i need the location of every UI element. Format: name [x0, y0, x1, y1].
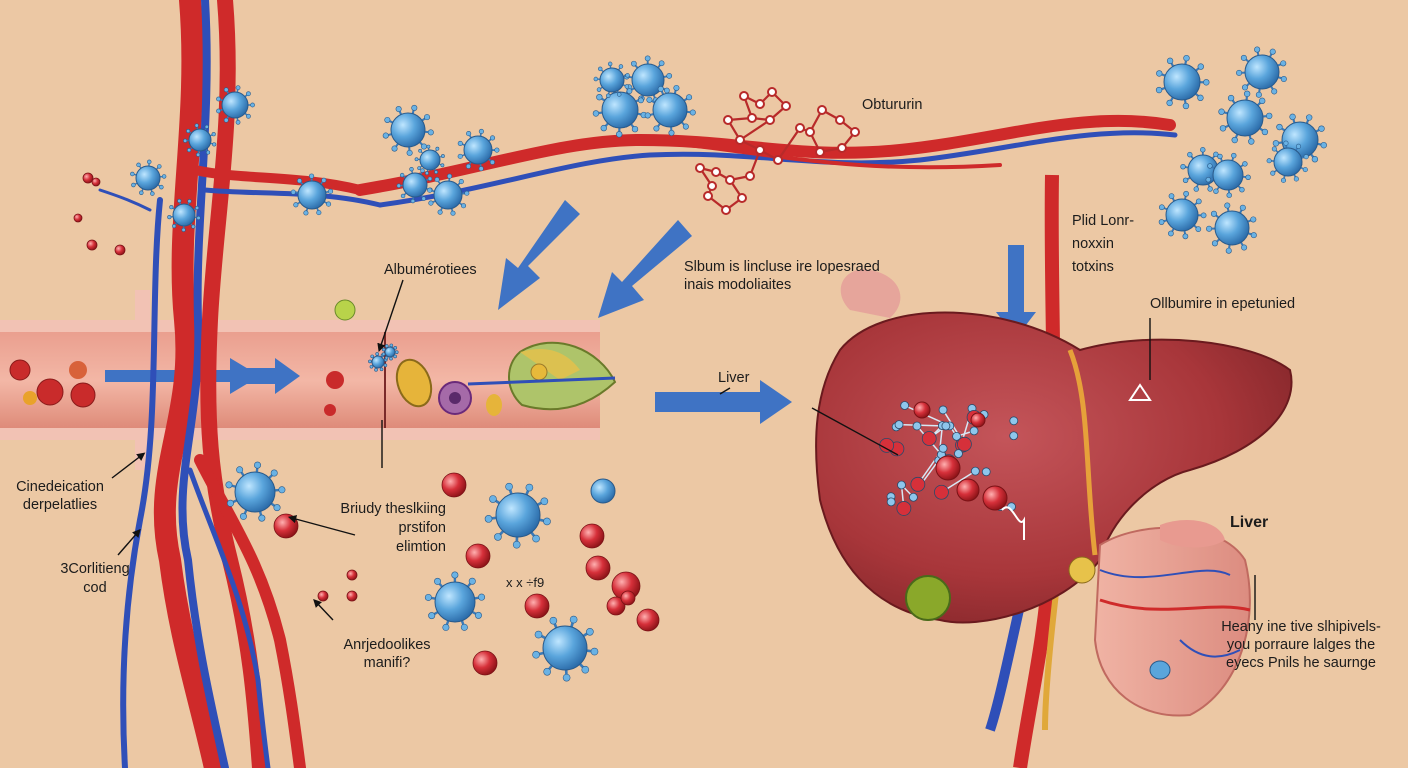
white-squiggle — [1001, 506, 1025, 540]
blue-spiked-particle-icon — [644, 84, 696, 136]
tube-flow-arrow-right — [230, 358, 300, 394]
arrow-right-liver — [655, 380, 792, 424]
red-ring-molecule — [695, 87, 860, 215]
arrow-down-right — [996, 245, 1036, 338]
red-sphere-icon — [346, 590, 358, 602]
liver-organ — [815, 269, 1293, 624]
red-sphere-icon — [317, 590, 329, 602]
blue-spiked-particle-icon — [484, 482, 551, 549]
blue-spiked-particle-icon — [427, 173, 470, 216]
red-sphere-icon — [620, 590, 636, 606]
label-silbum-line1: Slbum is lincluse ire lopesraed — [684, 259, 880, 275]
leader-lines — [111, 279, 1256, 621]
liver-molecule-cluster — [879, 401, 1019, 516]
blue-spiked-particle-icon — [382, 104, 434, 156]
red-sphere-icon — [472, 650, 498, 676]
label-plid-line1: Plid Lonr- — [1072, 213, 1135, 229]
vertical-vessels — [98, 0, 383, 768]
tissue-cells — [334, 299, 617, 416]
arrow-down-left-2 — [598, 220, 692, 318]
label-corliting-line1: 3Corlitieng — [60, 561, 130, 577]
label-liver-right: Liver — [1230, 514, 1269, 531]
label-anrjedoolikes-line1: Anrjedoolikes — [343, 637, 431, 653]
blue-spiked-particle-icon — [532, 615, 599, 682]
label-plid-line3: totxins — [1072, 259, 1114, 275]
arrow-down-left-1 — [498, 200, 580, 310]
blue-spiked-particle-icon — [216, 85, 255, 125]
label-silbum: Slbum is lincluse ire lopesraed inais mo… — [684, 258, 880, 294]
label-plid-line2: noxxin — [1072, 236, 1114, 252]
blue-spiked-particle-icon — [1155, 54, 1210, 110]
blue-spiked-particle-icon — [290, 173, 334, 216]
label-obtururin: Obtururin — [862, 97, 923, 113]
blue-spiked-particle-icon — [1266, 140, 1309, 183]
blue-spiked-particle-icon — [457, 128, 500, 172]
red-sphere-icon — [524, 593, 550, 619]
red-sphere-icon — [114, 244, 126, 256]
blue-spiked-particle-icon — [183, 123, 217, 157]
label-plid: Plid Lonr- noxxin totxins — [1072, 210, 1134, 279]
label-briudy-line2: prstifon — [398, 520, 446, 536]
label-corliting-line2: cod — [83, 580, 107, 596]
blue-spiked-particle-icon — [1218, 90, 1273, 145]
label-heany-line3: eyecs Pnils he saurnge — [1226, 655, 1376, 671]
label-silbum-line2: inais modoliaites — [684, 277, 792, 293]
label-small-marks: x x ÷f9 — [506, 575, 545, 590]
red-sphere-icon — [606, 596, 626, 616]
label-liver-arrow: Liver — [718, 370, 750, 386]
blue-spiked-particle-icon — [623, 55, 673, 104]
blue-spiked-particle-icon — [414, 144, 445, 176]
vessel-tube — [0, 290, 617, 470]
pancreas-region — [1068, 520, 1251, 717]
label-heany: Heany ine tive slhipivels- you porraure … — [1206, 618, 1396, 672]
label-albumerotiees: Albumérotiees — [384, 262, 477, 278]
label-cinedeication-line1: Cinedeication — [16, 479, 104, 495]
red-sphere-icon — [73, 213, 83, 223]
red-sphere-icon — [465, 543, 491, 569]
blue-spiked-particle-icon — [593, 61, 630, 98]
label-heany-line2: you porraure lalges the — [1226, 637, 1376, 653]
blue-spiked-particle-icon — [1236, 46, 1287, 98]
flow-arrows — [498, 200, 1036, 424]
blue-spiked-particle-icon — [1205, 152, 1251, 198]
blue-spiked-particle-icon — [396, 166, 433, 204]
red-sphere-icon — [346, 569, 358, 581]
label-briudy-line3: elimtion — [396, 539, 446, 555]
blue-spiked-particle-icon — [167, 198, 201, 232]
label-briudy-line1: Briudy theslkiing — [340, 501, 446, 517]
red-blood-cells — [9, 359, 344, 416]
blue-spiked-particle-icon — [1158, 190, 1207, 240]
label-corliting: 3Corlitieng cod — [40, 560, 150, 598]
label-cinedeication: Cinedeication derpelatlies — [2, 478, 118, 514]
red-sphere-icon — [82, 172, 94, 184]
red-sphere-icon — [636, 608, 660, 632]
top-vessels — [354, 114, 1178, 208]
red-spheres — [73, 172, 660, 676]
blue-spiked-particle-icon — [225, 461, 286, 522]
label-anrjedoolikes: Anrjedoolikes manifi? — [330, 636, 444, 672]
label-cinedeication-line2: derpelatlies — [22, 497, 98, 513]
red-sphere-icon — [585, 555, 611, 581]
label-anrjedoolikes-line2: manifi? — [363, 655, 411, 671]
label-olbumire: Ollbumire in epetunied — [1150, 296, 1296, 312]
red-sphere-icon — [273, 513, 299, 539]
blue-spiked-particle-icon — [130, 159, 167, 196]
red-sphere-icon — [441, 472, 467, 498]
label-heany-line1: Heany ine tive slhipivels- — [1221, 619, 1381, 635]
label-briudy: Briudy theslkiing prstifon elimtion — [300, 500, 446, 557]
blue-spiked-particle-icon — [368, 352, 388, 372]
red-sphere-icon — [86, 239, 98, 251]
red-sphere-icon — [579, 523, 605, 549]
blue-sphere-icon — [590, 478, 616, 504]
blue-spiked-particle-icon — [381, 343, 399, 361]
blue-spiked-particle-icon — [1206, 202, 1257, 254]
blue-spiked-particles — [130, 46, 1327, 682]
blue-spiked-particle-icon — [424, 571, 486, 631]
red-sphere-icon — [91, 177, 101, 187]
